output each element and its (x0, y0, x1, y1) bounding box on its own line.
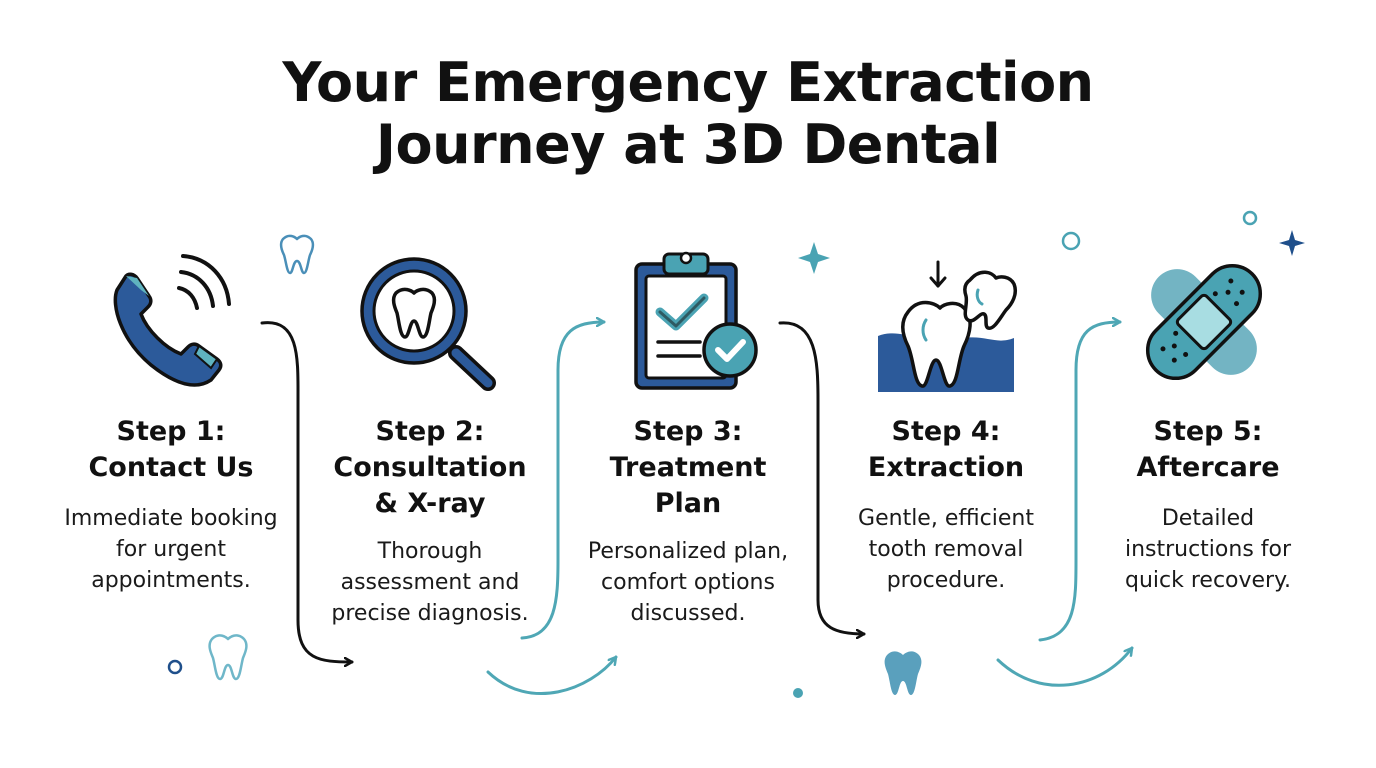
flow-arrow-4 (778, 321, 866, 634)
step-5-description-line: instructions for (1124, 537, 1292, 562)
flow-arrow-2 (486, 655, 618, 696)
step-1-description-line: Immediate booking (64, 506, 278, 531)
small-tooth-icon (208, 634, 248, 681)
step-1-description-line: for urgent (116, 537, 226, 562)
step-5-title: Aftercare (1136, 452, 1280, 483)
bandage-icon (1145, 263, 1263, 381)
sparkle-icon (1279, 230, 1305, 256)
flow-arrow-5 (1038, 322, 1122, 642)
step-5-description: Detailed instructions for quick recovery… (1078, 503, 1338, 596)
small-tooth-icon (279, 234, 315, 275)
step-3-label: Step 3: (633, 416, 743, 447)
step-2-title: & X-ray (374, 488, 486, 519)
title-line-2: Journey at 3D Dental (375, 113, 1001, 176)
step-2-title: Consultation (333, 452, 527, 483)
step-3-heading: Step 3: Treatment Plan (558, 414, 818, 522)
step-4-title: Extraction (867, 452, 1025, 483)
small-tooth-icon (884, 651, 922, 695)
dot (1061, 231, 1081, 251)
step-4-description: Gentle, efficient tooth removal procedur… (816, 503, 1076, 596)
step-3-title: Treatment (609, 452, 767, 483)
step-4-description-line: Gentle, efficient (858, 506, 1034, 531)
flow-arrow-6 (996, 646, 1134, 687)
title-line-1: Your Emergency Extraction (282, 51, 1094, 114)
step-2-description-line: precise diagnosis. (331, 601, 529, 626)
step-3-description-line: comfort options (601, 570, 775, 595)
step-5-description-line: quick recovery. (1125, 568, 1291, 593)
step-1-description-line: appointments. (91, 568, 251, 593)
step-2-description-line: Thorough (377, 539, 483, 564)
step-5-label: Step 5: (1153, 416, 1263, 447)
page-title: Your Emergency Extraction Journey at 3D … (0, 52, 1376, 176)
tooth-extraction-icon (878, 260, 1018, 392)
step-1-title: Contact Us (88, 452, 254, 483)
step-3-description-line: Personalized plan, (587, 539, 789, 564)
step-4-description-line: tooth removal (868, 537, 1024, 562)
step-1-description: Immediate booking for urgent appointment… (41, 503, 301, 596)
step-5-heading: Step 5: Aftercare (1078, 414, 1338, 486)
dot (1242, 210, 1258, 226)
step-1-label: Step 1: (116, 416, 226, 447)
step-4-description-line: procedure. (886, 568, 1006, 593)
magnifier-tooth-icon (360, 257, 496, 391)
step-3-title: Plan (654, 488, 722, 519)
step-3-description-line: discussed. (630, 601, 746, 626)
clipboard-check-icon (634, 251, 758, 390)
step-2-description-line: assessment and (340, 570, 520, 595)
step-4-heading: Step 4: Extraction (816, 414, 1076, 486)
step-2-description: Thorough assessment and precise diagnosi… (300, 536, 560, 629)
phone-icon (113, 254, 231, 387)
dot (793, 688, 803, 698)
step-2-label: Step 2: (375, 416, 485, 447)
sparkle-icon (798, 242, 830, 274)
flow-arrow-1 (260, 321, 354, 662)
dot (167, 659, 183, 675)
flow-arrow-3 (520, 322, 606, 640)
step-1-heading: Step 1: Contact Us (41, 414, 301, 486)
step-4-label: Step 4: (891, 416, 1001, 447)
step-5-description-line: Detailed (1161, 506, 1255, 531)
step-3-description: Personalized plan, comfort options discu… (558, 536, 818, 629)
step-2-heading: Step 2: Consultation & X-ray (300, 414, 560, 522)
